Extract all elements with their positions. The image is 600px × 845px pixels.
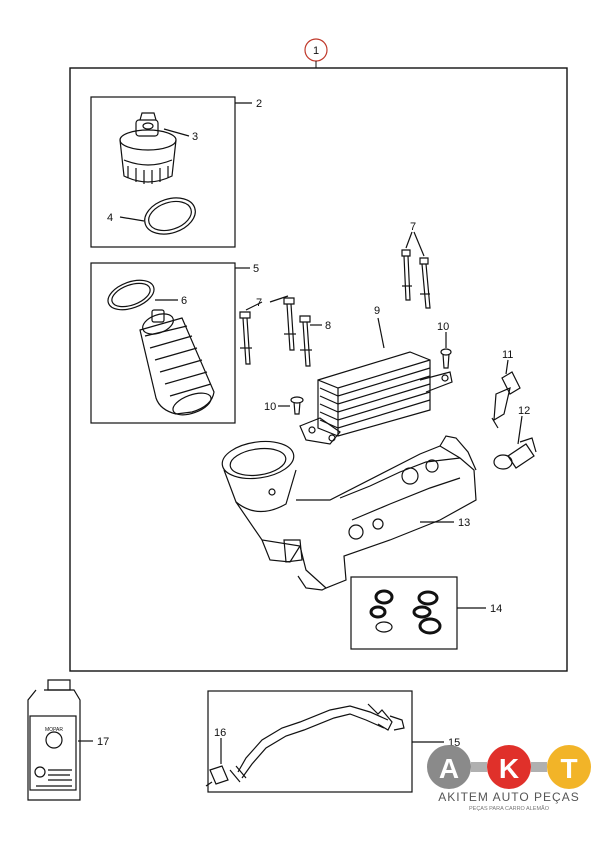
bottle-label: MOPAR [45,727,63,733]
svg-text:6: 6 [181,295,187,307]
logo-t-circle [547,745,591,789]
callout-17[interactable]: 17 [78,736,109,748]
logo-letter-a: A [439,753,459,784]
long-bolt[interactable] [401,249,412,301]
brand-logo: A K T AKITEM AUTO PEÇAS PEÇAS PARA CARRO… [427,745,591,812]
logo-k-circle [487,745,531,789]
screw[interactable] [290,396,304,415]
svg-text:2: 2 [256,98,262,110]
callout-3[interactable]: 3 [163,128,198,143]
svg-text:1: 1 [313,45,319,57]
oil-filter-housing[interactable] [220,435,477,591]
svg-text:3: 3 [192,131,198,143]
o-ring[interactable] [140,192,200,240]
logo-tagline: PEÇAS PARA CARRO ALEMÃO [469,805,550,812]
logo-a-circle [427,745,471,789]
hose-kit-box [207,690,413,793]
callout-7-left[interactable]: 7 [245,295,289,311]
logo-name: AKITEM AUTO PEÇAS [438,790,579,804]
callout-9[interactable]: 9 [374,305,385,349]
callout-10-lower[interactable]: 10 [264,401,290,413]
callout-13[interactable]: 13 [420,517,470,529]
svg-text:5: 5 [253,263,259,275]
svg-text:9: 9 [374,305,380,317]
svg-text:13: 13 [458,517,470,529]
cap-kit-box [90,96,236,248]
svg-text:4: 4 [107,212,113,224]
svg-text:16: 16 [214,727,226,739]
callout-16[interactable]: 16 [214,727,226,764]
callout-12[interactable]: 12 [517,405,530,445]
oil-cooler[interactable] [299,351,453,445]
callout-4[interactable]: 4 [107,212,145,224]
svg-text:14: 14 [490,603,502,615]
svg-text:12: 12 [518,405,530,417]
callout-5[interactable]: 5 [235,263,259,275]
oil-pressure-sensor[interactable] [491,371,521,429]
long-bolt[interactable] [419,257,431,309]
long-bolt[interactable] [239,311,252,365]
callout-6[interactable]: 6 [155,295,187,307]
filter-o-ring[interactable] [104,275,158,316]
logo-letter-t: T [560,753,577,784]
stud-bolt[interactable] [299,315,312,367]
callout-2[interactable]: 2 [235,98,262,110]
svg-text:17: 17 [97,736,109,748]
hose-clamp[interactable] [205,765,229,787]
logo-letter-k: K [499,753,519,784]
filter-cap[interactable] [119,112,177,184]
long-bolt[interactable] [283,297,296,351]
svg-text:7: 7 [256,297,262,309]
svg-text:8: 8 [325,320,331,332]
callout-8[interactable]: 8 [310,320,331,332]
oil-temp-sensor[interactable] [493,437,537,470]
callout-10[interactable]: 10 [437,321,449,348]
filter-element[interactable] [139,309,215,419]
svg-text:7: 7 [410,221,416,233]
screw[interactable] [440,348,452,369]
assembly-frame [69,67,568,672]
svg-text:11: 11 [502,349,513,361]
svg-text:10: 10 [264,401,276,413]
callout-14[interactable]: 14 [457,603,502,615]
callout-11[interactable]: 11 [502,349,513,375]
assembly-callout[interactable]: 1 [304,38,328,68]
filter-kit-box [90,262,236,424]
callout-7[interactable]: 7 [405,221,425,257]
oil-bottle[interactable] [27,679,81,801]
svg-text:10: 10 [437,321,449,333]
seal-kit[interactable] [369,589,442,635]
hose[interactable] [229,703,405,783]
seal-kit-box [350,576,458,650]
